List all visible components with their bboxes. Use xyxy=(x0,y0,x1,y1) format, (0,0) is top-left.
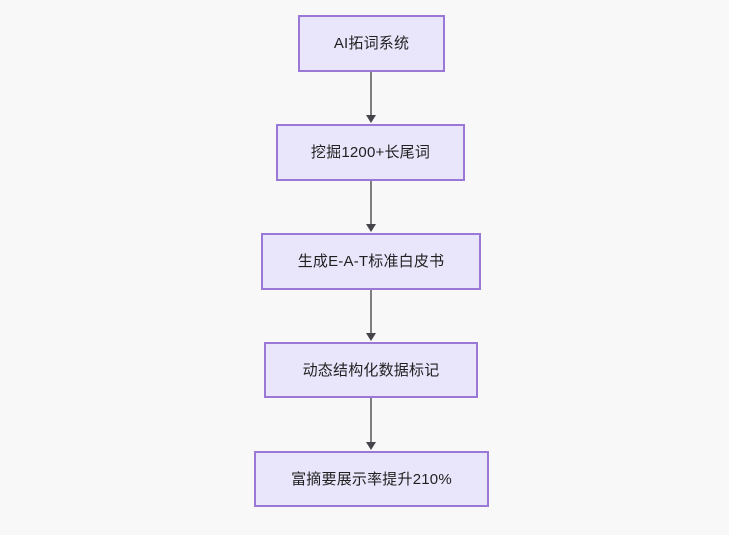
flow-edge-3-arrow-icon xyxy=(366,333,376,341)
flow-edge-2-arrow-icon xyxy=(366,224,376,232)
flow-node-ai-keyword-system[interactable]: AI拓词系统 xyxy=(298,15,445,72)
flow-edge-1-line xyxy=(370,72,372,117)
flow-edge-4-arrow-icon xyxy=(366,442,376,450)
flow-node-label: AI拓词系统 xyxy=(333,35,410,52)
flow-node-longtail-keywords[interactable]: 挖掘1200+长尾词 xyxy=(276,124,465,181)
flow-node-label: 生成E-A-T标准白皮书 xyxy=(297,253,445,270)
flow-node-label: 挖掘1200+长尾词 xyxy=(310,144,431,161)
flow-edge-2-line xyxy=(370,181,372,225)
flow-node-rich-snippet-result[interactable]: 富摘要展示率提升210% xyxy=(254,451,489,507)
flow-node-label: 富摘要展示率提升210% xyxy=(291,470,452,488)
flow-edge-3-line xyxy=(370,290,372,334)
flow-node-eat-whitepaper[interactable]: 生成E-A-T标准白皮书 xyxy=(261,233,481,290)
flow-node-structured-data-markup[interactable]: 动态结构化数据标记 xyxy=(264,342,478,398)
flow-edge-1-arrow-icon xyxy=(366,115,376,123)
flow-node-label: 动态结构化数据标记 xyxy=(302,361,440,379)
flow-edge-4-line xyxy=(370,398,372,442)
